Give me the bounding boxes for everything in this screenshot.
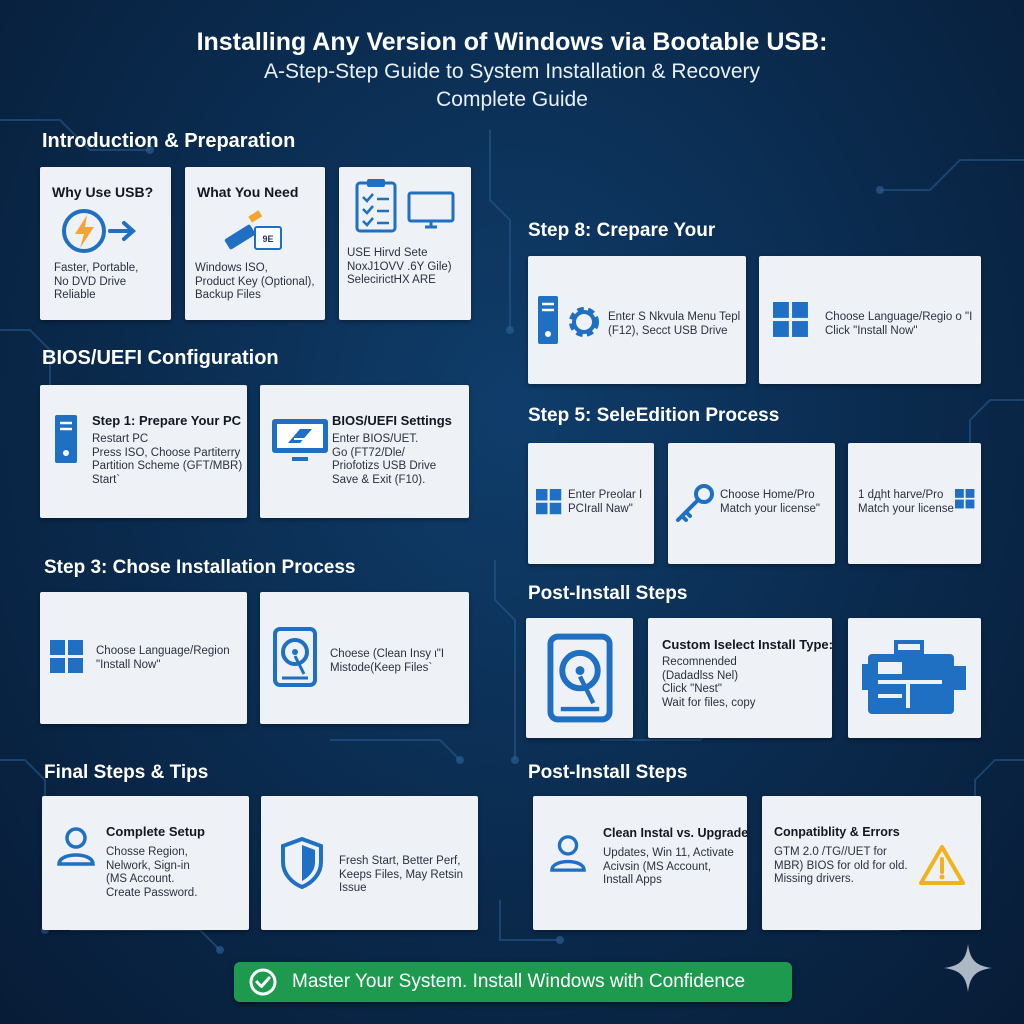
sparkle-icon xyxy=(944,944,992,992)
user-icon xyxy=(550,835,586,872)
card-custom-select: Custom Iselect Install Type: Recomnended… xyxy=(648,618,832,738)
card-title: What You Need xyxy=(197,184,299,200)
card-complete-setup: Complete Setup Chosse Region, Nelwork, S… xyxy=(42,796,249,930)
card-body: GTM 2.0 /TG//UET for MBR) BIOS for old f… xyxy=(774,846,908,885)
card-dont-have: 1 dдht harve/Pro Match your license xyxy=(848,443,981,564)
warning-icon xyxy=(919,845,965,885)
card-what-you-need: What You Need 9E Windows ISO, Product Ke… xyxy=(185,167,325,320)
card-enter-product: Enter Preolar I PCIrall Naw" xyxy=(528,443,654,564)
section-title-step5: Step 5: SeleEdition Process xyxy=(528,405,780,426)
card-body: Choese (Clean Insy ι"I Mistode(Keep File… xyxy=(330,648,445,674)
footer-banner: Master Your System. Install Windows with… xyxy=(234,962,792,1002)
card-fresh-start: Fresh Start, Better Perf, Keeps Files, M… xyxy=(261,796,478,930)
card-body: Enter Preolar I PCIrall Naw" xyxy=(568,489,643,515)
check-circle-icon xyxy=(249,968,277,996)
section-title-step3: Step 3: Chose Installation Process xyxy=(44,557,356,578)
card-body: Choose Language/Region "Install Now" xyxy=(96,645,230,671)
page-subtitle: A-Step-Step Guide to System Installation… xyxy=(263,60,761,83)
section-title-final: Final Steps & Tips xyxy=(44,762,209,783)
card-title: Step 1: Prepare Your PC xyxy=(92,413,242,428)
card-post-apps xyxy=(848,618,981,738)
card-body: Choose Home/Pro Match your license" xyxy=(720,489,820,515)
section-title-step8: Step 8: Crepare Your xyxy=(528,220,716,241)
usb-drive-icon: 9E xyxy=(224,210,282,250)
card-body: USE Hirvd Sete NoxJ1OVV .6Y Gile) Seleci… xyxy=(347,247,452,286)
page-subtitle-2: Complete Guide xyxy=(436,88,588,111)
card-body: Enter BIOS/UET. Go (FT72/Dle/ Priofotizs… xyxy=(332,433,437,486)
monitor-settings-icon xyxy=(272,419,328,461)
card-title: Conpatiblity & Errors xyxy=(774,825,900,839)
card-body: Updates, Win 11, Activate Acivsin (MS Ac… xyxy=(603,847,734,886)
card-body: Faster, Portable, No DVD Drive Reliable xyxy=(54,262,139,301)
section-title-bios: BIOS/UEFI Configuration xyxy=(42,347,279,369)
card-clean-upgrade: Clean Instal vs. Upgrade Updates, Win 11… xyxy=(533,796,747,930)
windows-logo-icon xyxy=(50,640,83,673)
hard-drive-icon xyxy=(547,633,613,723)
card-clean-install: Choese (Clean Insy ι"I Mistode(Keep File… xyxy=(260,592,469,724)
shield-icon xyxy=(281,836,323,890)
card-home-pro: Choose Home/Pro Match your license" xyxy=(668,443,835,564)
card-post-drive xyxy=(526,618,633,738)
card-compatibility: Conpatiblity & Errors GTM 2.0 /TG//UET f… xyxy=(762,796,981,930)
card-body: Restart PC Press ISO, Choose Partiterry … xyxy=(92,433,243,486)
card-bios-settings: BIOS/UEFI Settings Enter BIOS/UET. Go (F… xyxy=(260,385,469,518)
clipboard-monitor-icon xyxy=(355,179,455,233)
card-body: Chosse Region, Nelwork, Sign-in (MS Acco… xyxy=(106,846,198,899)
app-window-icon xyxy=(862,640,966,714)
card-why-usb: Why Use USB? Faster, Portable, No DVD Dr… xyxy=(40,167,171,320)
windows-logo-icon xyxy=(773,302,808,337)
windows-logo-icon xyxy=(536,489,562,515)
card-body: 1 dдht harve/Pro Match your license xyxy=(858,489,954,515)
usb-label: 9E xyxy=(262,234,273,244)
lightning-arrow-icon xyxy=(62,209,137,253)
card-boot-menu: Entєr S Nkvula Menu Tepl (F12), Secct US… xyxy=(528,256,746,384)
hard-drive-icon xyxy=(273,627,317,687)
user-icon xyxy=(57,827,95,866)
card-title: Why Use USB? xyxy=(52,184,154,200)
card-body: Choose Language/Regio ο "I Click "Instal… xyxy=(825,311,973,337)
section-title-post-install: Post-Install Steps xyxy=(528,583,688,604)
card-title: Custom Iselect Install Type: xyxy=(662,637,832,652)
page-title: Installing Any Version of Windows via Bo… xyxy=(196,28,828,56)
card-body: Windows ISO, Product Key (Optional), Bac… xyxy=(195,262,315,301)
key-icon xyxy=(676,484,714,522)
card-prepare-pc: Step 1: Prepare Your PC Restart PC Press… xyxy=(40,385,247,518)
card-title: Complete Setup xyxy=(106,824,205,839)
card-title: Clean Instal vs. Upgrade xyxy=(603,826,747,840)
card-language-region-2: Choose Language/Regio ο "I Click "Instal… xyxy=(759,256,981,384)
section-title-intro: Introduction & Preparation xyxy=(42,130,296,152)
pc-tower-icon xyxy=(55,415,77,463)
card-language-region: Choose Language/Region "Install Now" xyxy=(40,592,247,724)
pc-gear-icon xyxy=(538,296,599,344)
card-body: Recomnended (Dadadlss Nel) Click "Nest" … xyxy=(662,656,756,709)
card-checklist: USE Hirvd Sete NoxJ1OVV .6Y Gile) Seleci… xyxy=(339,167,471,320)
windows-logo-icon xyxy=(955,489,975,509)
card-title: BIOS/UEFI Settings xyxy=(332,413,452,428)
card-body: Entєr S Nkvula Menu Tepl (F12), Secct US… xyxy=(608,311,741,337)
footer-text: Master Your System. Install Windows with… xyxy=(292,971,746,992)
section-title-post-install-2: Post-Install Steps xyxy=(528,762,688,783)
card-body: Fresh Start, Better Perf, Keeps Files, M… xyxy=(339,855,463,894)
